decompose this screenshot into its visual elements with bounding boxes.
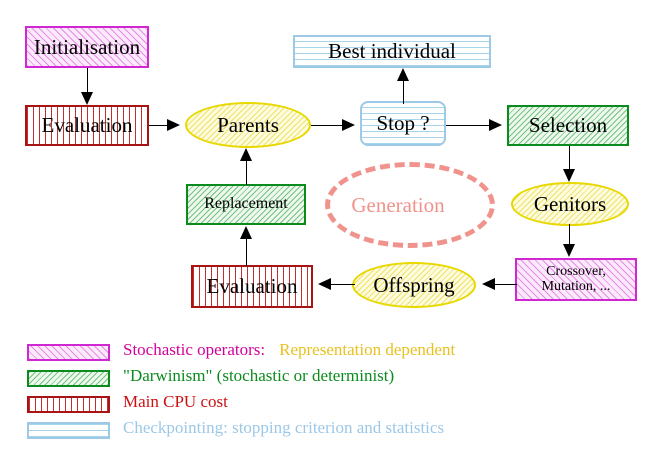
node-replacement[interactable]: Replacement (186, 184, 306, 225)
legend-label-primary: "Darwinism" (stochastic or determinist) (123, 366, 395, 385)
node-best-individual[interactable]: Best individual (293, 35, 491, 68)
legend-label: Stochastic operators: Representation depe… (123, 340, 455, 360)
node-best-individual-label: Best individual (328, 39, 456, 64)
arrow-parents-to-stop (342, 119, 355, 131)
legend-label: "Darwinism" (stochastic or determinist) (123, 366, 394, 386)
node-initialisation-label: Initialisation (33, 34, 141, 59)
node-parents-label: Parents (217, 112, 279, 137)
arrow-evaluation-to-parents (167, 119, 180, 131)
legend-label: Checkpointing: stopping criterion and st… (123, 418, 444, 438)
legend-swatch-magenta-diagonal-hatch-icon (27, 344, 110, 361)
legend-swatch-green-diagonal-hatch-icon (27, 370, 110, 387)
node-crossover-mutation[interactable]: Crossover, Mutation, ... (515, 258, 637, 301)
arrow-initialisation-to-evaluation (81, 92, 93, 105)
legend-swatch-blue-horizontal-stripes-icon (27, 422, 110, 439)
node-generation-label: Generation (351, 192, 445, 217)
legend-label: Main CPU cost (123, 392, 228, 412)
node-stop-label: Stop ? (376, 111, 430, 136)
node-evaluation-bottom-label: Evaluation (206, 274, 298, 299)
node-selection-label: Selection (528, 113, 608, 138)
arrow-replacement-to-parents (240, 148, 252, 161)
node-evaluation-bottom[interactable]: Evaluation (191, 265, 313, 308)
connector-parents-to-stop (311, 125, 343, 126)
node-stop[interactable]: Stop ? (360, 101, 446, 146)
legend-swatch-red-vertical-stripes-icon (27, 396, 110, 413)
arrow-stop-to-best-individual (397, 68, 409, 81)
node-crossover-label-line1: Crossover, (546, 263, 606, 279)
connector-offspring-to-evaluation (331, 284, 355, 285)
connector-initialisation-to-evaluation (87, 68, 88, 94)
node-offspring[interactable]: Offspring (352, 262, 476, 308)
node-genitors-label: Genitors (533, 191, 607, 216)
legend-label-primary: Checkpointing: stopping criterion and st… (123, 418, 445, 437)
node-genitors[interactable]: Genitors (511, 182, 629, 226)
legend-label-primary: Main CPU cost (123, 392, 228, 411)
connector-genitors-to-crossover (569, 224, 570, 246)
connector-stop-to-best-individual (403, 80, 404, 104)
node-parents[interactable]: Parents (185, 102, 311, 148)
node-replacement-label: Replacement (204, 195, 288, 213)
arrow-stop-to-selection (489, 119, 502, 131)
node-generation: Generation (325, 162, 495, 248)
arrow-genitors-to-crossover (563, 244, 575, 257)
arrow-offspring-to-evaluation (318, 278, 331, 290)
node-evaluation-top-label: Evaluation (41, 113, 133, 138)
node-offspring-label: Offspring (373, 272, 455, 297)
connector-replacement-to-parents (246, 160, 247, 185)
node-selection[interactable]: Selection (507, 105, 629, 146)
arrow-crossover-to-offspring (482, 278, 495, 290)
node-crossover-label-line2: Mutation, ... (541, 278, 611, 294)
connector-selection-to-genitors (569, 146, 570, 171)
connector-stop-to-selection (446, 125, 490, 126)
arrow-evaluation-to-replacement (240, 226, 252, 239)
node-evaluation-top[interactable]: Evaluation (25, 105, 149, 146)
connector-evaluation-to-parents (149, 125, 169, 126)
legend-label-secondary: Representation dependent (279, 340, 456, 359)
connector-crossover-to-offspring (495, 284, 517, 285)
node-initialisation[interactable]: Initialisation (25, 26, 149, 68)
arrow-selection-to-genitors (563, 169, 575, 182)
legend-label-primary: Stochastic operators: (123, 340, 266, 359)
connector-evaluation-to-replacement (246, 238, 247, 266)
